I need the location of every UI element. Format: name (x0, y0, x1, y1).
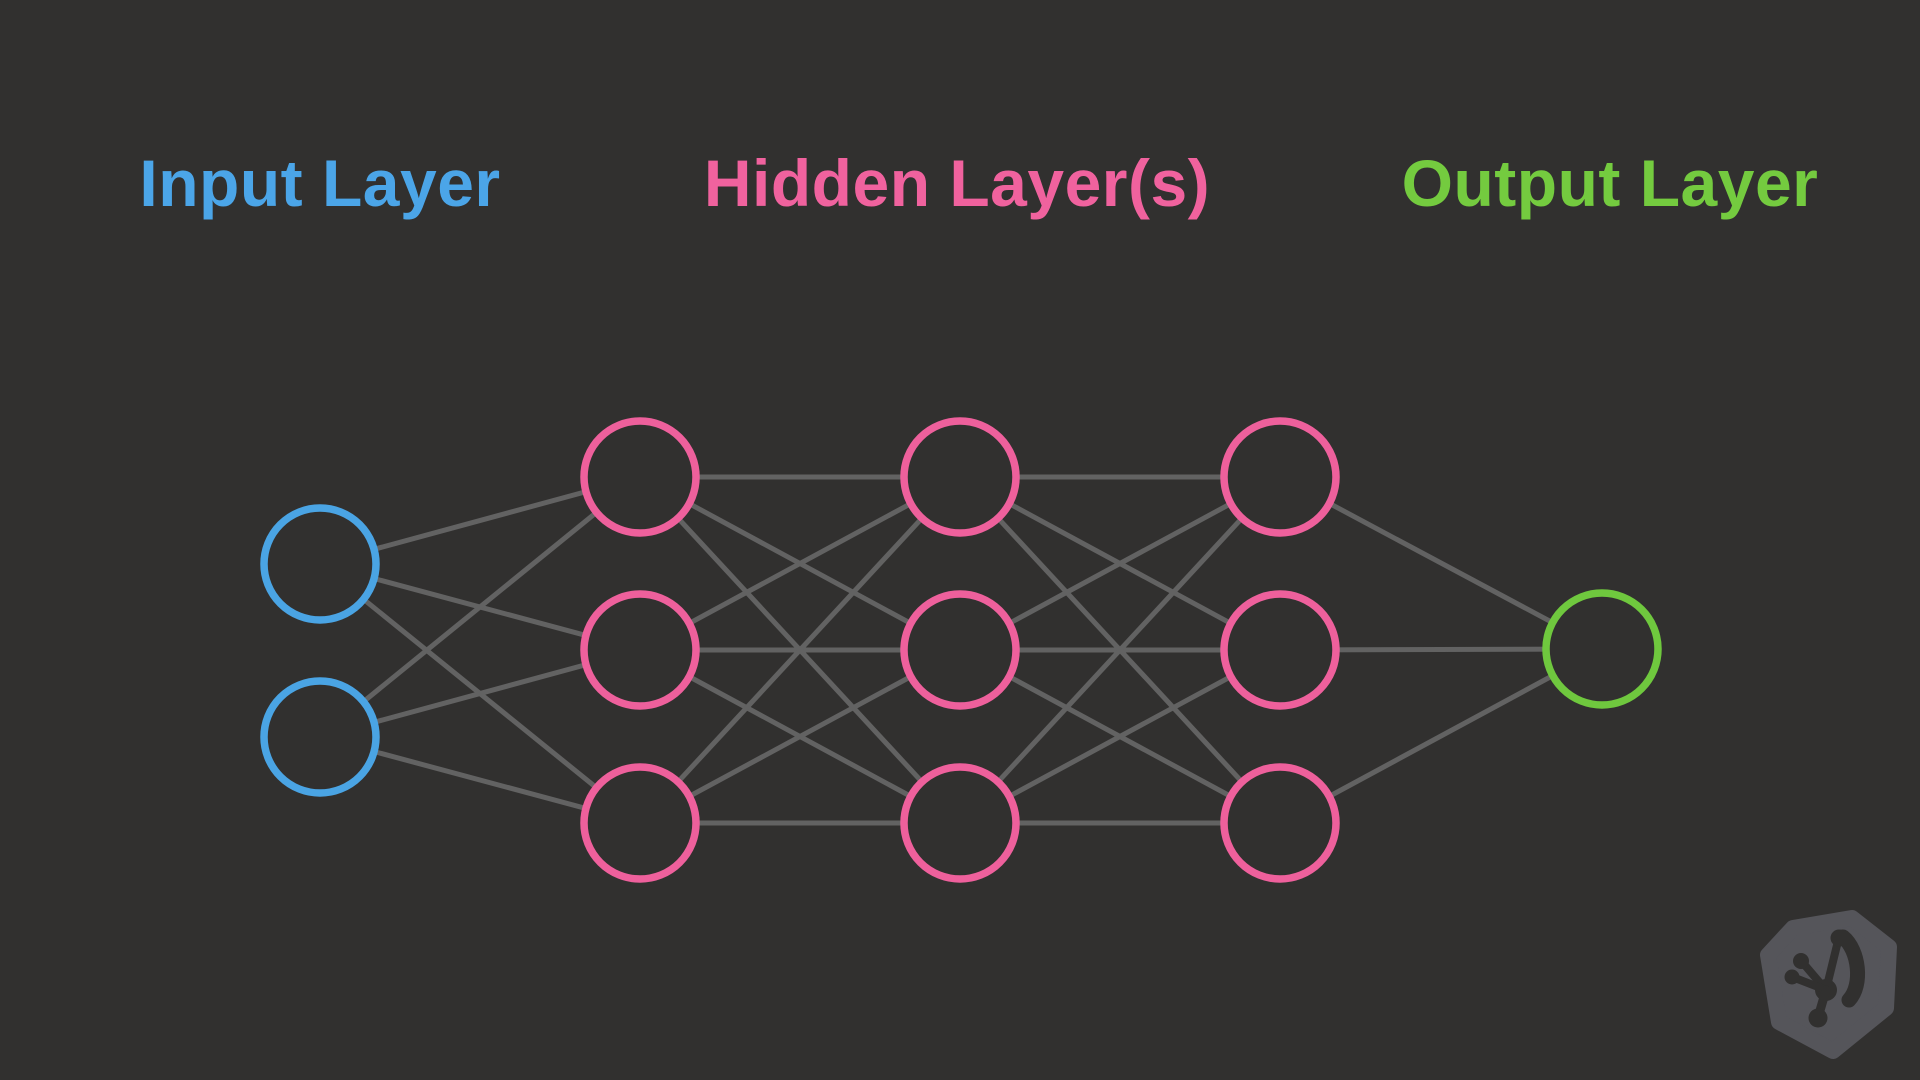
frog-footprint-icon (1784, 929, 1866, 1028)
node-hidden-2-3 (900, 763, 1020, 883)
node-hidden-2-1 (900, 417, 1020, 537)
edge-hidden-1-2-to-hidden-2-1 (638, 647, 962, 826)
node-input-2 (260, 677, 380, 797)
edge-hidden-2-1-to-hidden-3-0 (958, 474, 1282, 653)
output-layer-label: Output Layer (1401, 146, 1819, 220)
edge-input-1-to-hidden-1-0 (318, 475, 642, 739)
node-input-1 (260, 504, 380, 624)
edge-hidden-2-2-to-hidden-3-1 (958, 647, 1282, 826)
edge-hidden-3-0-to-output-0 (1278, 474, 1604, 652)
node-hidden-3-2 (1220, 590, 1340, 710)
node-hidden-1-3 (580, 763, 700, 883)
node-hidden-3-3 (1220, 763, 1340, 883)
node-hidden-2-2 (900, 590, 1020, 710)
edge-hidden-1-1-to-hidden-2-0 (638, 474, 962, 653)
node-hidden-3-1 (1220, 417, 1340, 537)
hexagon-frog-logo (1760, 910, 1897, 1059)
edge-hidden-2-2-to-hidden-3-0 (958, 475, 1282, 825)
node-output-1 (1542, 589, 1662, 709)
neuron-nodes (260, 417, 1662, 883)
edge-hidden-3-2-to-output-0 (1278, 646, 1604, 826)
node-hidden-1-1 (580, 417, 700, 537)
hidden-layer-label: Hidden Layer(s) (703, 146, 1211, 220)
node-hidden-1-2 (580, 590, 700, 710)
edge-hidden-1-2-to-hidden-2-0 (638, 475, 962, 825)
input-layer-label: Input Layer (139, 146, 501, 220)
